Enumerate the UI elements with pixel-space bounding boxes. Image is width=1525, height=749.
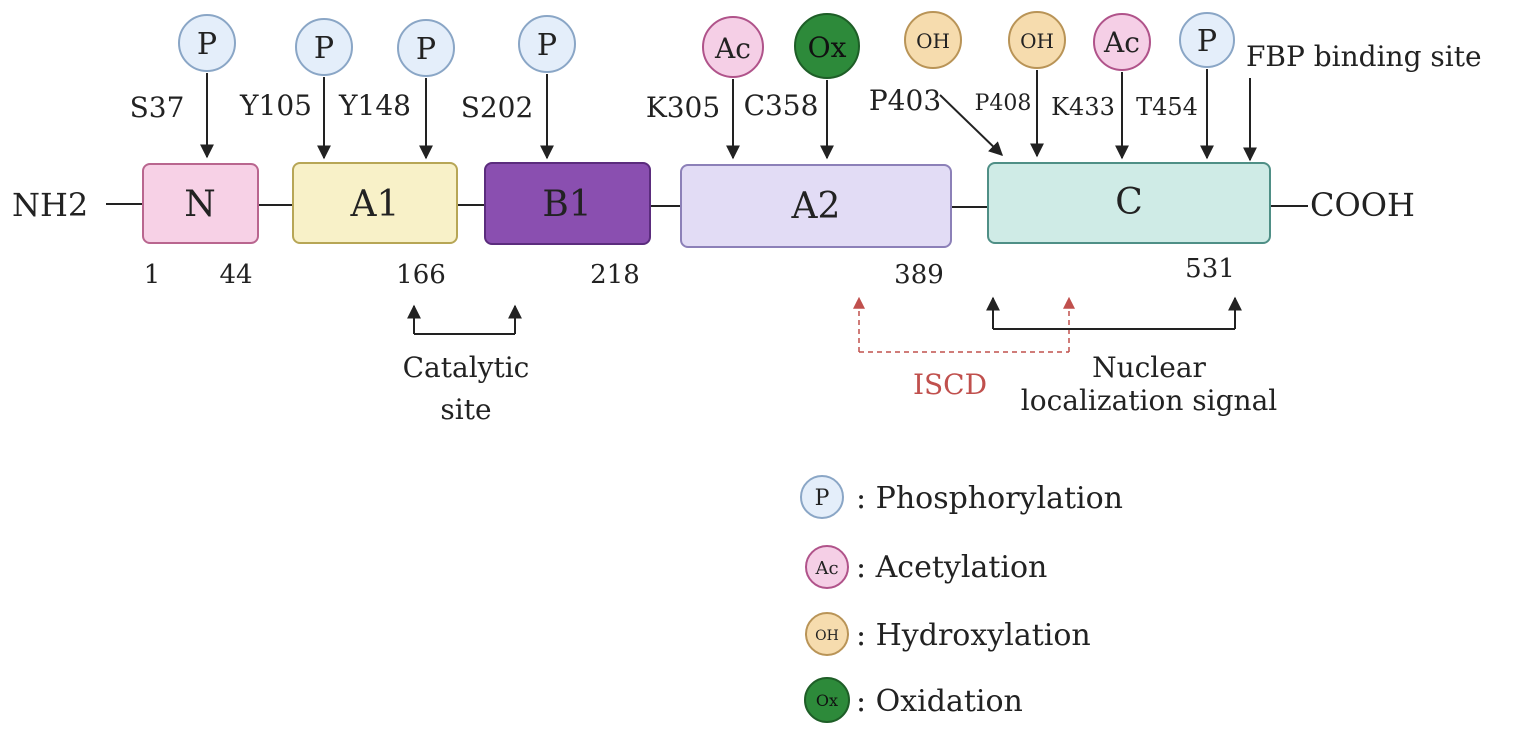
acetylation-badge-label: Ac [814, 558, 838, 579]
legend-label: : Oxidation [856, 684, 1023, 719]
legend-label: : Hydroxylation [856, 618, 1091, 653]
site-label: C358 [744, 89, 819, 122]
nls-label: Nuclear [1092, 351, 1206, 384]
site-label: T454 [1136, 93, 1198, 121]
oxidation-badge-label: Ox [816, 691, 838, 710]
mod-k433: Ac [1093, 13, 1151, 160]
position-number: 218 [590, 260, 640, 290]
site-label: K433 [1051, 93, 1115, 121]
phosphorylation-badge-label: P [314, 31, 334, 66]
oxidation-badge-label: Ox [808, 31, 847, 64]
mod-s202: P [518, 15, 576, 160]
iscd-bracket: ISCD [853, 296, 1075, 401]
phosphorylation-badge-label: P [197, 27, 217, 62]
acetylation-badge-label: Ac [714, 32, 751, 65]
domain-c-label: C [1115, 182, 1143, 223]
domain-n-label: N [184, 184, 216, 225]
legend-label: : Phosphorylation [856, 481, 1123, 516]
mod-c358: Ox [794, 13, 860, 160]
mod-p403: OH [904, 11, 1004, 156]
phosphorylation-badge-label: P [416, 32, 436, 67]
catalytic-site-label-line2: site [440, 393, 491, 426]
legend-item-hydroxylation: OH : Hydroxylation [805, 612, 1091, 656]
site-label: S202 [461, 91, 534, 124]
mod-t454: P [1179, 12, 1235, 160]
legend-item-acetylation: Ac : Acetylation [805, 545, 1047, 589]
domain-b1-label: B1 [542, 184, 591, 225]
site-label: P403 [869, 84, 941, 117]
legend-item-oxidation: Ox : Oxidation [804, 677, 1023, 723]
domain-a2: A2 [680, 164, 952, 248]
iscd-label: ISCD [913, 368, 987, 401]
nls-label-line2: localization signal [1021, 384, 1278, 417]
site-label: K305 [646, 91, 720, 124]
position-numbers: 1 44 166 218 389 531 [144, 254, 1235, 290]
site-label: Y105 [239, 89, 312, 122]
position-number: 44 [219, 260, 252, 290]
mod-p408: OH [1008, 11, 1066, 158]
domain-a1: A1 [292, 162, 458, 244]
domain-b1: B1 [484, 162, 651, 245]
phosphorylation-badge-label: P [815, 486, 830, 511]
modification-arrow [939, 94, 1004, 156]
phosphorylation-badge-label: P [537, 28, 557, 63]
legend-item-phosphorylation: P : Phosphorylation [800, 475, 1123, 519]
mod-k305: Ac [702, 16, 764, 160]
modification-marks: P P P P Ac Ox OH [178, 11, 1235, 160]
legend: P : Phosphorylation Ac : Acetylation OH … [800, 475, 1123, 723]
c-terminus-label: COOH [1310, 186, 1415, 224]
mod-s37: P [178, 14, 236, 159]
site-label: Y148 [338, 89, 411, 122]
domain-c: C [987, 162, 1271, 244]
nls-bracket: Nuclear localization signal [986, 296, 1278, 417]
position-number: 389 [894, 260, 944, 290]
catalytic-site-label: Catalytic [403, 351, 530, 384]
acetylation-badge-label: Ac [1103, 26, 1140, 59]
domain-a1-label: A1 [350, 184, 400, 225]
domain-n: N [142, 163, 259, 244]
mod-y105: P [295, 18, 353, 160]
hydroxylation-badge-label: OH [1020, 29, 1054, 53]
hydroxylation-badge-label: OH [815, 628, 839, 644]
mod-y148: P [397, 19, 455, 160]
site-label: P408 [975, 91, 1032, 116]
n-terminus-label: NH2 [12, 186, 88, 224]
domain-a2-label: A2 [791, 186, 841, 227]
position-number: 531 [1185, 254, 1235, 284]
hydroxylation-badge-label: OH [916, 29, 950, 53]
phosphorylation-badge-label: P [1197, 24, 1217, 59]
position-number: 1 [144, 260, 161, 290]
site-labels: S37 Y105 Y148 S202 K305 C358 P403 P408 K… [130, 84, 1198, 124]
catalytic-site-bracket: Catalytic site [403, 304, 530, 426]
fbp-binding-site-label: FBP binding site [1246, 40, 1482, 73]
backbone [106, 203, 1308, 208]
position-number: 166 [396, 260, 446, 290]
legend-label: : Acetylation [856, 550, 1047, 585]
site-label: S37 [130, 91, 185, 124]
